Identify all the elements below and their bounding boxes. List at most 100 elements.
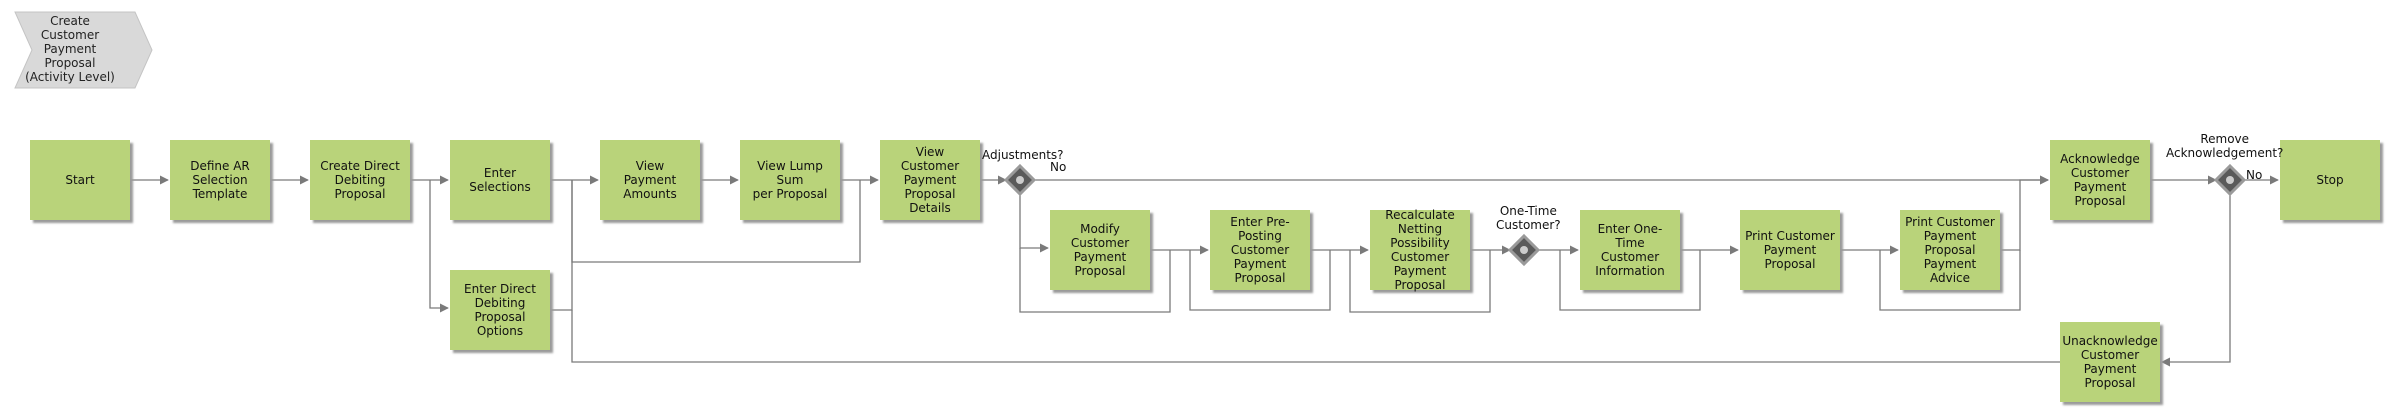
activity-label: Unacknowledge bbox=[2062, 334, 2158, 348]
connector-onetime-bypass bbox=[1559, 250, 1701, 311]
connector-options-unack-return bbox=[571, 310, 2060, 363]
activity-view-customer-proposal-details[interactable]: View Customer Payment Proposal Details bbox=[880, 140, 980, 220]
activity-label: Customer bbox=[900, 159, 960, 173]
activity-label: Payment Advice bbox=[1923, 257, 1977, 285]
activity-label: Recalculate bbox=[1385, 208, 1455, 222]
activity-label: Amounts bbox=[623, 187, 677, 201]
activity-label: Payment bbox=[2083, 362, 2137, 376]
activity-label: Possibility bbox=[1390, 236, 1450, 250]
activity-start[interactable]: Start bbox=[30, 140, 130, 220]
connector-bypass-lumpsum bbox=[571, 180, 861, 263]
activity-label: View bbox=[915, 145, 945, 159]
activity-label: Proposal bbox=[474, 310, 526, 324]
gateway-adjustments-no-label: No bbox=[1050, 160, 1067, 174]
activity-label: Options bbox=[476, 324, 524, 338]
connector-preposting-bypass bbox=[1189, 250, 1331, 311]
activity-label: Selection bbox=[192, 173, 248, 187]
gateway-remove-no-label: No bbox=[2246, 168, 2263, 182]
activity-label: per Proposal bbox=[752, 187, 828, 201]
activity-unacknowledge-proposal[interactable]: Unacknowledge Customer Payment Proposal bbox=[2060, 322, 2160, 402]
header-title-line: Payment bbox=[43, 42, 97, 56]
activity-label: Proposal bbox=[1394, 278, 1446, 292]
connector-create-options bbox=[429, 180, 449, 313]
activity-enter-selections[interactable]: Enter Selections bbox=[450, 140, 550, 220]
header-title-line: Customer bbox=[40, 28, 100, 42]
activity-label: Print Customer bbox=[1905, 215, 1995, 229]
activity-label: Payment bbox=[903, 173, 957, 187]
activity-label: Customer bbox=[1390, 250, 1450, 264]
activity-enter-preposting[interactable]: Enter Pre- Posting Customer Payment Prop… bbox=[1210, 210, 1310, 290]
activity-label: Proposal bbox=[1764, 257, 1816, 271]
activity-label: Enter Pre- bbox=[1230, 215, 1290, 229]
connector-recalc-bypass bbox=[1349, 250, 1491, 313]
gateway-label-line: One-Time bbox=[1499, 204, 1557, 218]
gateway-label-line: Remove bbox=[2200, 132, 2250, 146]
connector-advice-acknowledge bbox=[2000, 175, 2049, 251]
activity-label: View Lump Sum bbox=[757, 159, 823, 187]
activity-enter-onetime-customer[interactable]: Enter One-Time Customer Information bbox=[1580, 210, 1680, 290]
activity-label: Start bbox=[65, 173, 95, 187]
activity-label: Print Customer bbox=[1745, 229, 1835, 243]
gateway-label-line: Customer? bbox=[1496, 218, 1561, 232]
activity-label: Debiting bbox=[474, 296, 526, 310]
activity-print-proposal[interactable]: Print Customer Payment Proposal bbox=[1740, 210, 1840, 290]
activity-label: Proposal bbox=[1234, 271, 1286, 285]
activity-label: Proposal bbox=[1074, 264, 1126, 278]
activity-label: Customer bbox=[1070, 236, 1130, 250]
activity-label: Payment bbox=[2073, 180, 2127, 194]
connector-adjust-bypass bbox=[1019, 248, 1171, 313]
activity-label: Customer bbox=[2080, 348, 2140, 362]
activity-label: Details bbox=[909, 201, 951, 215]
activity-label: Acknowledge bbox=[2060, 152, 2140, 166]
activity-label: Payment bbox=[1073, 250, 1127, 264]
activity-label: Debiting Proposal bbox=[334, 173, 386, 201]
activity-label: Enter One-Time bbox=[1597, 222, 1663, 250]
activity-label: Stop bbox=[2316, 173, 2344, 187]
activity-label: Customer bbox=[1600, 250, 1660, 264]
activity-recalculate-netting[interactable]: Recalculate Netting Possibility Customer… bbox=[1370, 208, 1470, 292]
activity-label: Payment bbox=[1763, 243, 1817, 257]
activity-stop[interactable]: Stop bbox=[2280, 140, 2380, 220]
activity-label: Customer bbox=[1230, 243, 1290, 257]
activity-label: Netting bbox=[1397, 222, 1443, 236]
connector-gateway-unack bbox=[2161, 194, 2231, 367]
activity-label: Proposal bbox=[2084, 376, 2136, 390]
activity-label: Payment bbox=[1233, 257, 1287, 271]
activity-label: Payment bbox=[1393, 264, 1447, 278]
activity-create-direct-debiting[interactable]: Create Direct Debiting Proposal bbox=[310, 140, 410, 220]
activity-label: Proposal bbox=[904, 187, 956, 201]
activity-label: Enter Direct bbox=[464, 282, 536, 296]
header-chevron-shape bbox=[14, 11, 153, 89]
activity-view-lump-sum[interactable]: View Lump Sum per Proposal bbox=[740, 140, 840, 220]
activity-label: Customer bbox=[2070, 166, 2130, 180]
activity-define-ar-template[interactable]: Define AR Selection Template bbox=[170, 140, 270, 220]
activity-label: View bbox=[635, 159, 665, 173]
activity-label: Define AR bbox=[190, 159, 250, 173]
activity-label: Template bbox=[192, 187, 248, 201]
activity-label: Information bbox=[1595, 264, 1665, 278]
gateway-onetime-shape bbox=[1507, 233, 1541, 267]
header-title-line: Create bbox=[50, 14, 90, 28]
activity-acknowledge-proposal[interactable]: Acknowledge Customer Payment Proposal bbox=[2050, 140, 2150, 220]
activity-label: Proposal bbox=[1924, 243, 1976, 257]
activity-label: Enter Selections bbox=[469, 166, 531, 194]
activity-print-payment-advice[interactable]: Print Customer Payment Proposal Payment … bbox=[1900, 210, 2000, 290]
header-title: Create Customer Payment Proposal (Activi… bbox=[20, 14, 120, 84]
connector-adjustments-modify bbox=[1019, 194, 1049, 253]
activity-label: Payment bbox=[623, 173, 677, 187]
activity-enter-direct-debiting-options[interactable]: Enter Direct Debiting Proposal Options bbox=[450, 270, 550, 350]
activity-label: Create Direct bbox=[320, 159, 400, 173]
activity-modify-proposal[interactable]: Modify Customer Payment Proposal bbox=[1050, 210, 1150, 290]
gateway-adjustments-question: Adjustments? bbox=[982, 148, 1064, 162]
activity-view-payment-amounts[interactable]: View Payment Amounts bbox=[600, 140, 700, 220]
header-title-line: (Activity Level) bbox=[25, 70, 115, 84]
gateway-adjustments-shape bbox=[1003, 163, 1037, 197]
activity-label: Payment bbox=[1923, 229, 1977, 243]
activity-label: Posting bbox=[1238, 229, 1282, 243]
gateway-onetime-question: One-Time Customer? bbox=[1496, 204, 1561, 232]
header-title-line: Proposal bbox=[44, 56, 96, 70]
connector-print-bypass bbox=[1879, 250, 2021, 311]
gateway-remove-shape bbox=[2213, 163, 2247, 197]
